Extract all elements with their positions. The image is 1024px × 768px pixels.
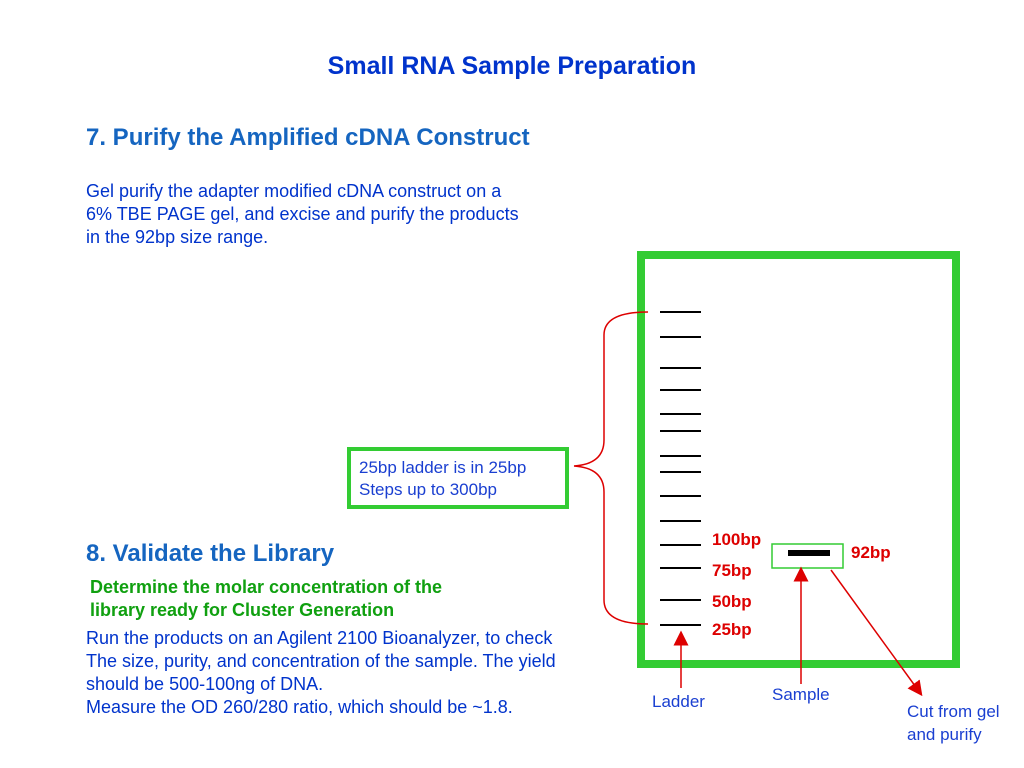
step7-heading: 7. Purify the Amplified cDNA Construct: [86, 124, 530, 151]
ladder-caption: Ladder: [652, 692, 705, 711]
ladder-bracket: [573, 311, 649, 625]
sample-band: [788, 550, 830, 556]
cut-arrow: [830, 569, 923, 697]
page-title: Small RNA Sample Preparation: [327, 52, 697, 80]
ladder-note-line: Steps up to 300bp: [359, 480, 498, 499]
step7-line: 6% TBE PAGE gel, and excise and purify t…: [86, 204, 519, 224]
step8-green-line: Determine the molar concentration of the: [90, 577, 443, 597]
cut-caption: Cut from gel and purify: [907, 700, 1000, 746]
cut-caption-line: Cut from gel: [907, 702, 1000, 721]
ladder-note-box: 25bp ladder is in 25bp Steps up to 300bp: [347, 447, 569, 509]
step7-line: Gel purify the adapter modified cDNA con…: [86, 181, 502, 201]
step8-blue-text: Run the products on an Agilent 2100 Bioa…: [86, 627, 556, 719]
step8-green-text: Determine the molar concentration of the…: [90, 576, 442, 622]
ladder-label-50bp: 50bp: [712, 592, 752, 611]
ladder-label-25bp: 25bp: [712, 620, 752, 639]
ladder-note-line: 25bp ladder is in 25bp: [359, 458, 527, 477]
step8-blue-line: Measure the OD 260/280 ratio, which shou…: [86, 697, 513, 717]
step7-text: Gel purify the adapter modified cDNA con…: [86, 180, 519, 249]
cut-caption-line: and purify: [907, 725, 982, 744]
step8-green-line: library ready for Cluster Generation: [90, 600, 395, 620]
sample-size-label: 92bp: [851, 543, 891, 562]
ladder-label-100bp: 100bp: [712, 530, 762, 549]
step8-heading: 8. Validate the Library: [86, 540, 335, 567]
step8-blue-line: Run the products on an Agilent 2100 Bioa…: [86, 628, 553, 648]
step7-line: in the 92bp size range.: [86, 227, 269, 247]
ladder-label-75bp: 75bp: [712, 561, 752, 580]
step8-blue-line: should be 500-100ng of DNA.: [86, 674, 324, 694]
step8-blue-line: The size, purity, and concentration of t…: [86, 651, 556, 671]
sample-caption: Sample: [772, 685, 830, 704]
gel-frame: [637, 251, 960, 668]
ladder-bands: [660, 311, 701, 626]
